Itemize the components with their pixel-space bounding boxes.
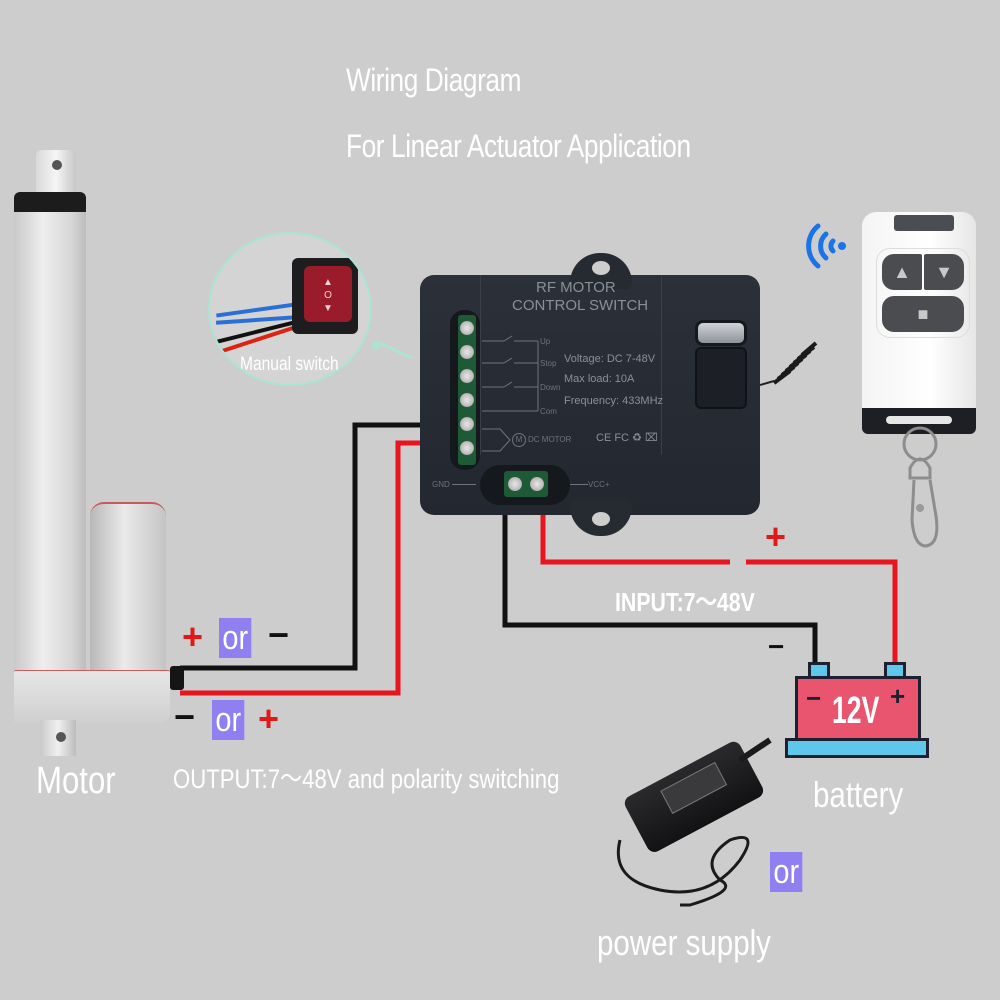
output-top-plus: + bbox=[182, 616, 204, 657]
output-bottom-plus: + bbox=[258, 698, 280, 739]
antenna-coil bbox=[760, 341, 818, 386]
terminal-screw bbox=[460, 345, 474, 359]
terminal-screw bbox=[460, 369, 474, 383]
gnd-line bbox=[452, 484, 476, 485]
actuator-cap bbox=[14, 192, 86, 214]
manual-switch-arrow-dot bbox=[372, 341, 380, 349]
output-top-or-badge: or bbox=[219, 618, 252, 658]
manual-switch-arrow bbox=[377, 340, 413, 360]
terminal-screw bbox=[460, 441, 474, 455]
input-red-wire-right bbox=[746, 559, 898, 665]
learn-button[interactable] bbox=[695, 347, 747, 409]
switch-label-stop: Stop bbox=[540, 359, 557, 368]
certification-marks: CE FC ♻ ⌧ bbox=[596, 432, 658, 444]
switch-down-symbol: ▼ bbox=[323, 303, 333, 314]
switch-off-symbol: O bbox=[324, 290, 332, 301]
linear-actuator bbox=[0, 140, 200, 780]
power-supply-or-badge: or bbox=[770, 852, 803, 892]
terminal-screw bbox=[460, 417, 474, 431]
power-supply-label: power supply bbox=[597, 922, 771, 963]
terminal-screw bbox=[460, 393, 474, 407]
manual-switch-label: Manual switch bbox=[240, 354, 339, 375]
terminal-screw bbox=[460, 321, 474, 335]
controller-name-line2: CONTROL SWITCH bbox=[512, 297, 649, 314]
input-label: INPUT:7～48V bbox=[615, 587, 755, 617]
switch-label-up: Up bbox=[540, 337, 551, 346]
input-black-wire bbox=[502, 515, 818, 665]
output-black-wire bbox=[180, 422, 470, 671]
battery-base bbox=[785, 738, 929, 758]
motor-symbol-icon: M bbox=[512, 433, 526, 447]
remote-down-button[interactable]: ▼ bbox=[924, 254, 964, 290]
manual-switch-inset: ▲ O ▼ Manual switch bbox=[208, 232, 372, 386]
terminal-screw bbox=[530, 477, 544, 491]
input-red-wire-left bbox=[540, 515, 730, 565]
input-terminal-block bbox=[504, 471, 548, 497]
gearbox bbox=[14, 670, 170, 723]
wireless-signal-icon bbox=[806, 223, 846, 269]
led-indicator bbox=[695, 320, 747, 346]
power-supply-cable bbox=[616, 737, 772, 907]
input-plus: + bbox=[765, 516, 787, 557]
spec-frequency: Frequency: 433MHz bbox=[564, 395, 664, 407]
battery-neg-symbol: − bbox=[806, 683, 822, 713]
output-bottom-minus: − bbox=[174, 696, 196, 737]
battery-voltage: 12V bbox=[832, 690, 880, 732]
remote-stop-button[interactable]: ■ bbox=[882, 296, 964, 332]
keychain-clip bbox=[902, 426, 939, 548]
input-minus: − bbox=[768, 631, 785, 662]
remote-led-slot bbox=[894, 215, 954, 231]
output-top-minus: − bbox=[268, 614, 290, 655]
actuator-tube bbox=[14, 212, 86, 682]
rf-motor-control-switch: RF MOTOR CONTROL SWITCH Up Stop Down Com… bbox=[420, 253, 760, 536]
rocker-switch: ▲ O ▼ bbox=[292, 258, 358, 334]
output-terminal-block bbox=[458, 315, 476, 465]
diagram-title: Wiring Diagram bbox=[346, 62, 522, 98]
actuator-rod-bottom bbox=[40, 720, 76, 756]
battery-pos-symbol: + bbox=[890, 681, 906, 711]
motor-label: Motor bbox=[36, 760, 116, 802]
spec-voltage: Voltage: DC 7-48V bbox=[564, 353, 656, 365]
switch-label-com: Com bbox=[540, 407, 557, 416]
diagram-subtitle: For Linear Actuator Application bbox=[346, 128, 691, 164]
battery-label: battery bbox=[813, 774, 904, 815]
remote-up-button[interactable]: ▲ bbox=[882, 254, 922, 290]
switch-up-symbol: ▲ bbox=[323, 277, 333, 288]
dc-motor-label: DC MOTOR bbox=[528, 435, 572, 444]
spec-max-load: Max load: 10A bbox=[564, 373, 635, 385]
remote-keyring-strip bbox=[862, 408, 976, 434]
cable-gland bbox=[170, 666, 184, 690]
motor-output-bracket bbox=[482, 428, 511, 452]
controller-name-line1: RF MOTOR bbox=[536, 279, 616, 296]
vcc-label: VCC+ bbox=[588, 480, 610, 489]
terminal-screw bbox=[508, 477, 522, 491]
actuator-rod-top bbox=[36, 150, 76, 194]
motor-housing bbox=[90, 502, 166, 684]
output-label: OUTPUT:7～48V and polarity switching bbox=[173, 764, 560, 794]
rocker-switch-face: ▲ O ▼ bbox=[304, 266, 352, 322]
label-panel bbox=[480, 275, 662, 455]
output-bottom-or-badge: or bbox=[212, 700, 245, 740]
gnd-label: GND bbox=[432, 480, 450, 489]
rf-remote-control: ▲ ▼ ■ bbox=[862, 212, 976, 434]
switch-label-down: Down bbox=[540, 383, 561, 392]
remote-button-frame bbox=[876, 248, 970, 338]
switch-schematic bbox=[482, 335, 539, 412]
vcc-line bbox=[570, 484, 588, 485]
